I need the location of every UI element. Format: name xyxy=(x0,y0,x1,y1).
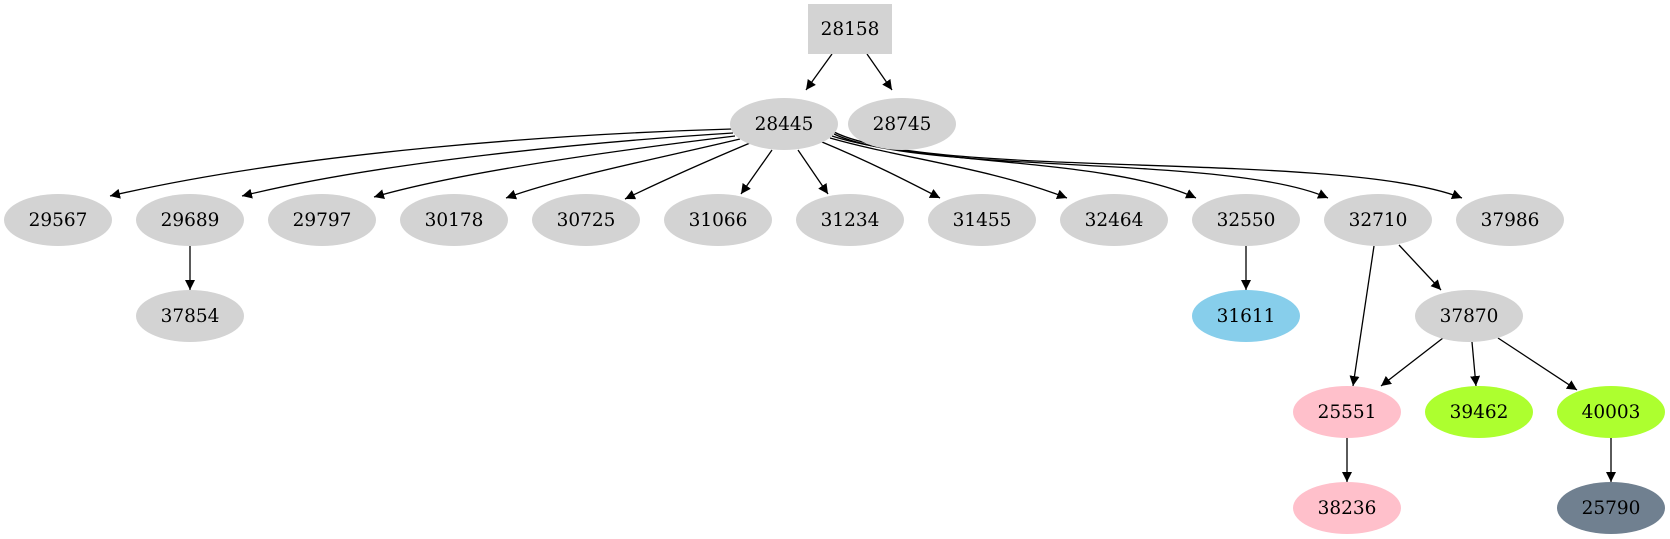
node-label: 29797 xyxy=(293,210,352,231)
node-39462[interactable]: 39462 xyxy=(1425,386,1533,438)
node-shape xyxy=(796,194,904,246)
node-29567[interactable]: 29567 xyxy=(4,194,112,246)
node-label: 28158 xyxy=(821,19,880,40)
node-shape xyxy=(730,98,838,150)
node-shape xyxy=(928,194,1036,246)
node-label: 37854 xyxy=(161,306,220,327)
node-25551[interactable]: 25551 xyxy=(1293,386,1401,438)
edge-37870-to-39462 xyxy=(1470,341,1481,387)
node-label: 31611 xyxy=(1217,306,1276,327)
node-28445[interactable]: 28445 xyxy=(730,98,838,150)
edge-28158-to-28745 xyxy=(866,53,893,91)
node-25790[interactable]: 25790 xyxy=(1557,482,1665,534)
edge-28445-to-30178 xyxy=(505,138,741,200)
node-32550[interactable]: 32550 xyxy=(1192,194,1300,246)
node-label: 40003 xyxy=(1582,402,1641,423)
node-31066[interactable]: 31066 xyxy=(664,194,772,246)
node-shape xyxy=(400,194,508,246)
nodes-layer: 28158 28445 28745 29567 29689 29797 30178 30725… xyxy=(4,4,1665,534)
node-32464[interactable]: 32464 xyxy=(1060,194,1168,246)
node-30178[interactable]: 30178 xyxy=(400,194,508,246)
node-shape xyxy=(1456,194,1564,246)
node-label: 30178 xyxy=(425,210,484,231)
node-label: 25551 xyxy=(1318,402,1377,423)
node-label: 32464 xyxy=(1085,210,1144,231)
edge-28445-to-29567 xyxy=(109,128,733,199)
edge-37870-to-25551 xyxy=(1380,337,1444,387)
edge-28158-to-28445 xyxy=(805,53,833,91)
node-label: 28745 xyxy=(873,114,932,135)
node-shape xyxy=(664,194,772,246)
node-shape xyxy=(4,194,112,246)
edge-28445-to-31234 xyxy=(797,149,829,195)
node-31611[interactable]: 31611 xyxy=(1192,290,1300,342)
edges-layer xyxy=(109,53,1616,482)
node-32710[interactable]: 32710 xyxy=(1324,194,1432,246)
node-shape xyxy=(1192,194,1300,246)
node-label: 38236 xyxy=(1318,498,1377,519)
node-40003[interactable]: 40003 xyxy=(1557,386,1665,438)
edge-28445-to-29797 xyxy=(373,135,736,200)
node-label: 25790 xyxy=(1582,498,1641,519)
node-label: 39462 xyxy=(1450,402,1509,423)
node-29797[interactable]: 29797 xyxy=(268,194,376,246)
node-label: 31455 xyxy=(953,210,1012,231)
node-37870[interactable]: 37870 xyxy=(1415,290,1523,342)
node-29689[interactable]: 29689 xyxy=(136,194,244,246)
node-31455[interactable]: 31455 xyxy=(928,194,1036,246)
node-shape xyxy=(848,98,956,150)
node-38236[interactable]: 38236 xyxy=(1293,482,1401,534)
edge-32710-to-37870 xyxy=(1398,244,1442,291)
node-31234[interactable]: 31234 xyxy=(796,194,904,246)
node-37986[interactable]: 37986 xyxy=(1456,194,1564,246)
node-shape xyxy=(1293,386,1401,438)
node-shape xyxy=(1293,482,1401,534)
node-shape xyxy=(1557,386,1665,438)
node-shape xyxy=(808,4,892,54)
node-shape xyxy=(1060,194,1168,246)
node-label: 37986 xyxy=(1481,210,1540,231)
edge-32710-to-25551 xyxy=(1349,245,1375,387)
node-shape xyxy=(1557,482,1665,534)
edge-28445-to-31455 xyxy=(821,141,941,199)
node-shape xyxy=(532,194,640,246)
node-label: 32710 xyxy=(1349,210,1408,231)
node-37854[interactable]: 37854 xyxy=(136,290,244,342)
node-shape xyxy=(268,194,376,246)
node-shape xyxy=(1425,386,1533,438)
node-shape xyxy=(1324,194,1432,246)
node-28745[interactable]: 28745 xyxy=(848,98,956,150)
edge-28445-to-29689 xyxy=(241,132,734,199)
node-shape xyxy=(136,194,244,246)
node-label: 28445 xyxy=(755,114,814,135)
node-28158[interactable]: 28158 xyxy=(808,4,892,54)
node-30725[interactable]: 30725 xyxy=(532,194,640,246)
node-label: 30725 xyxy=(557,210,616,231)
edge-28445-to-32464 xyxy=(829,137,1068,200)
node-label: 29567 xyxy=(29,210,88,231)
node-label: 37870 xyxy=(1440,306,1499,327)
node-label: 32550 xyxy=(1217,210,1276,231)
edge-37870-to-40003 xyxy=(1497,337,1578,391)
node-shape xyxy=(136,290,244,342)
node-label: 29689 xyxy=(161,210,220,231)
edge-28445-to-30725 xyxy=(624,142,751,200)
node-shape xyxy=(1192,290,1300,342)
node-label: 31066 xyxy=(689,210,748,231)
edge-28445-to-31066 xyxy=(740,149,773,195)
node-label: 31234 xyxy=(821,210,880,231)
node-shape xyxy=(1415,290,1523,342)
